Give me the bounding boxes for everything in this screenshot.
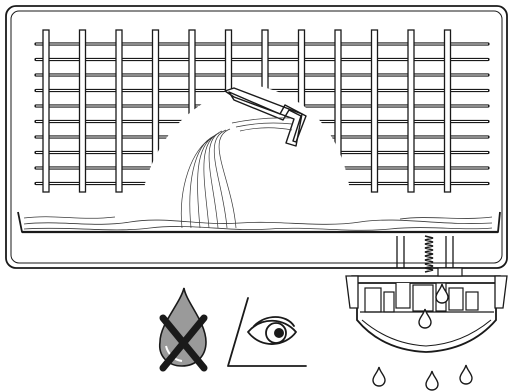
water-drop	[460, 365, 472, 384]
rack-tine	[43, 30, 49, 192]
rack-tine	[445, 30, 451, 192]
rack-tine	[80, 30, 86, 192]
no-water-hazard-icon	[160, 288, 206, 368]
sump-assembly	[346, 268, 507, 352]
rack-tine	[372, 30, 378, 192]
water-drop	[426, 371, 438, 390]
water-drop	[373, 367, 385, 386]
rack-tine	[408, 30, 414, 192]
visual-inspection-eye-icon	[228, 298, 306, 366]
drain-drops	[373, 365, 472, 390]
rack-tine	[116, 30, 122, 192]
